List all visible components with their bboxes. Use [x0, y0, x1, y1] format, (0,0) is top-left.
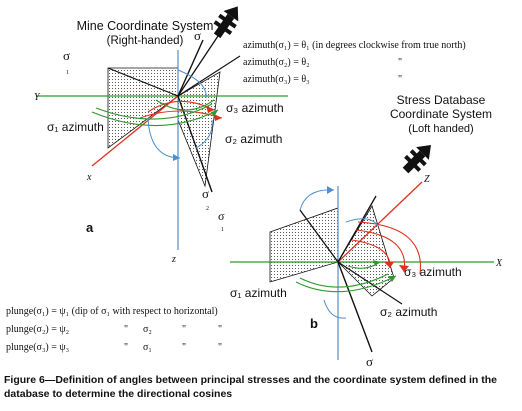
arrow-head-b-5 [327, 186, 334, 194]
x-axis-label-a: x [86, 172, 92, 183]
arrow-head-b-1 [384, 262, 394, 268]
azimuth-def-3: azimuth(σ₃) = θ₃ [243, 74, 310, 85]
x-axis-label-b: X [495, 258, 503, 269]
sigma3-azimuth-label-a: σ₃ azimuth [226, 101, 284, 115]
azimuth-def-1: azimuth(σ₁) = θ₁ (in degrees clockwise f… [243, 40, 466, 51]
sigma1-azimuth-label-b: σ₁ azimuth [230, 286, 287, 300]
arrow-head-a-2 [214, 114, 222, 121]
plunge-definitions: plunge(σ₁) = ψ₁ (dip of σ₁ with respect … [6, 306, 222, 353]
plunge-def-2-ditto3: " [218, 324, 222, 335]
azimuth-arc-a-green-2 [91, 109, 219, 127]
diagram-b: Stress Database Coordinate System (Loft … [230, 93, 503, 369]
title-a-line2: (Right-handed) [107, 35, 184, 47]
azimuth-def-2-ditto: " [398, 57, 402, 68]
sigma-line-a-upper [177, 39, 204, 97]
azimuth-arc-b-red-3 [357, 221, 422, 275]
sigma2-azimuth-label-b: σ₂ azimuth [380, 305, 437, 319]
sigma-line-a-left [107, 67, 179, 97]
title-b-line2: Coordinate System [390, 107, 492, 121]
plunge-arc-b-2 [345, 218, 379, 227]
sigma-line-a-lower [177, 95, 213, 193]
sigma-line-b-upper-right [337, 195, 377, 263]
arrow-head-b-2 [399, 265, 409, 272]
x-axis-a [91, 95, 179, 167]
stippled-plane-a-right [177, 71, 221, 188]
sigma-top-label: σ [194, 28, 201, 43]
plunge-def-2-mid: σ₂ [143, 324, 152, 335]
sigma-bottom1-label: σ [202, 186, 209, 201]
title-a-line1: Mine Coordinate System [77, 19, 214, 33]
plunge-def-3-mid: σ₁ [143, 342, 152, 353]
sigma-top-left-sub: 1 [66, 70, 69, 76]
sigma-line-b-lower [337, 261, 373, 353]
sigma-bottom2-label: σ [218, 209, 225, 223]
z-axis-b [337, 181, 423, 263]
z-axis-label-a: z [171, 254, 176, 265]
arrow-head-a-3 [211, 110, 218, 117]
plunge-def-3-ditto1: " [124, 342, 128, 353]
azimuth-def-3-ditto: " [398, 74, 402, 85]
sigma2-azimuth-label-a: σ₂ azimuth [225, 132, 282, 146]
plunge-arc-a-3 [195, 119, 213, 149]
north-line-a [177, 29, 223, 97]
label-b: b [310, 316, 318, 331]
plunge-def-3-ditto2: " [182, 342, 186, 353]
azimuth-arc-a-green-3 [155, 99, 215, 111]
y-axis-label-a: Y [34, 92, 41, 103]
north-arrow-icon [213, 6, 239, 39]
plunge-arc-b-3 [323, 299, 347, 319]
arrow-head-b-3 [388, 276, 396, 282]
plunge-def-2: plunge(σ₂) = ψ₂ [6, 324, 69, 335]
arrow-head-b-4 [373, 260, 380, 266]
sigma-line-b-right [337, 261, 403, 305]
sigma-line-a-right [177, 55, 241, 97]
sigma-top-left-label: σ [63, 48, 70, 63]
figure-caption: Figure 6—Definition of angles between pr… [4, 374, 498, 400]
plunge-arc-a-1 [177, 69, 207, 99]
z-axis-label-b: Z [424, 174, 430, 185]
azimuth-definitions: azimuth(σ₁) = θ₁ (in degrees clockwise f… [243, 40, 466, 85]
plunge-def-1: plunge(σ₁) = ψ₁ (dip of σ₁ with respect … [6, 306, 218, 317]
plunge-def-2-ditto2: " [182, 324, 186, 335]
plunge-def-3-ditto3: " [218, 342, 222, 353]
plunge-def-3: plunge(σ₃) = ψ₃ [6, 342, 69, 353]
azimuth-def-2: azimuth(σ₂) = θ₂ [243, 57, 310, 68]
label-a: a [86, 220, 94, 235]
title-b-line3: (Loft handed) [408, 123, 473, 135]
sigma-bottom-label-b: σ [366, 354, 373, 369]
arrow-head-a-4 [173, 154, 180, 161]
sigma-bottom2-sub: 1 [221, 227, 224, 233]
stippled-plane-a-left [107, 67, 179, 149]
azimuth-arc-b-green-2 [295, 275, 397, 293]
diagram-a: Mine Coordinate System (Right-handed) σ … [34, 6, 288, 265]
sigma1-azimuth-label-a: σ₁ azimuth [47, 120, 104, 134]
arrow-head-a-1 [206, 106, 214, 113]
azimuth-arc-a-green-1 [95, 103, 213, 120]
north-arrow-icon-b [402, 145, 431, 174]
plunge-def-2-ditto1: " [124, 324, 128, 335]
sigma-bottom1-sub: 2 [206, 206, 209, 212]
sigma-line-b-upper-left [299, 209, 339, 263]
title-b-line1: Stress Database [397, 93, 486, 107]
stippled-plane-b-left [269, 207, 339, 283]
sigma3-azimuth-label-b: σ₃ azimuth [404, 265, 462, 279]
azimuth-arc-b-green-1 [299, 273, 389, 288]
azimuth-arc-b-red-2 [355, 229, 406, 273]
